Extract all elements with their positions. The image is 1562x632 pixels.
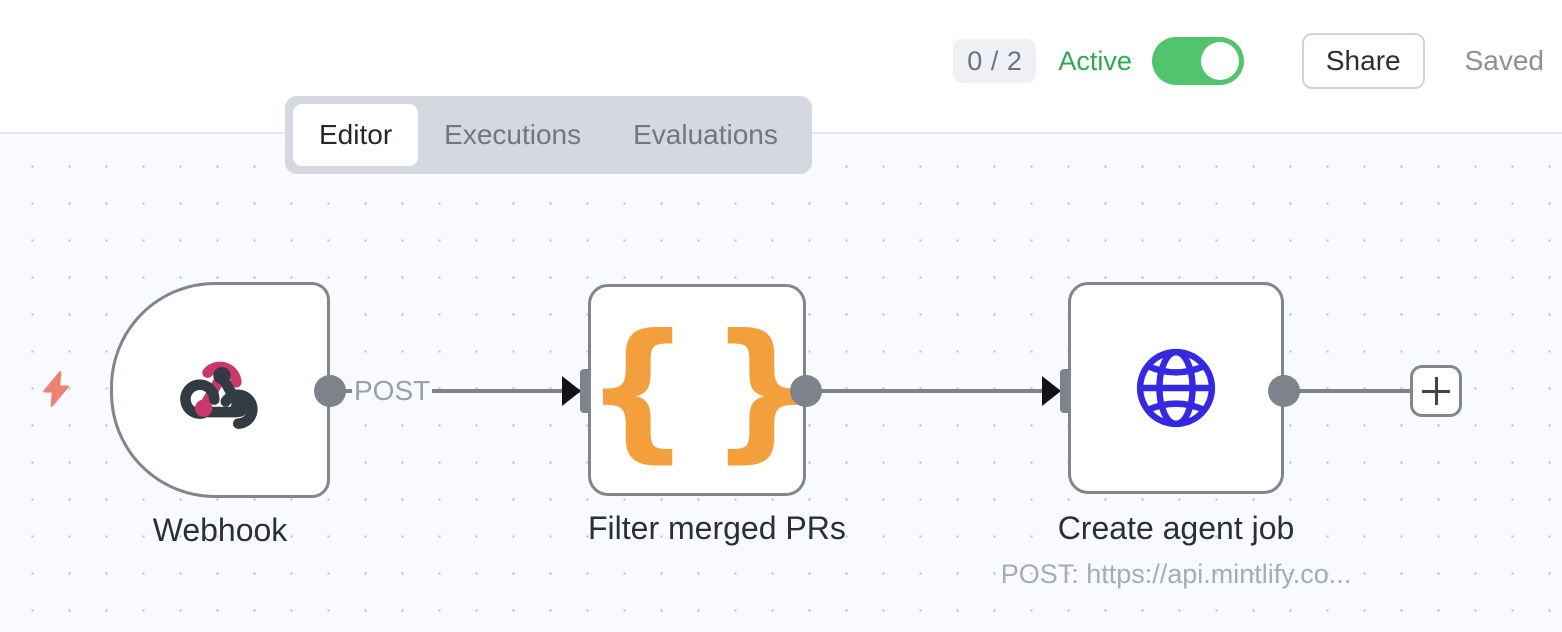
- node-filter-merged-prs[interactable]: { }: [584, 284, 816, 496]
- add-node-button[interactable]: [1410, 365, 1462, 417]
- execution-count-badge: 0 / 2: [953, 39, 1037, 83]
- trigger-bolt-icon: [43, 371, 69, 407]
- edge-filter-to-http[interactable]: [816, 389, 1044, 393]
- workflow-active-toggle[interactable]: [1151, 37, 1244, 85]
- curly-braces-icon: { }: [584, 303, 816, 477]
- node-webhook-label: Webhook: [152, 512, 288, 548]
- tab-evaluations[interactable]: Evaluations: [633, 119, 778, 150]
- edge-webhook-to-filter[interactable]: [340, 389, 580, 393]
- plus-icon-vertical: [1434, 377, 1438, 405]
- share-button[interactable]: Share: [1301, 33, 1425, 89]
- webhook-logo-icon: [180, 361, 258, 429]
- edge-arrow-into-filter: [562, 376, 581, 406]
- node-filter-label: Filter merged PRs: [588, 510, 846, 546]
- node-http-sublabel: POST: https://api.mintlify.co...: [1000, 559, 1352, 589]
- globe-icon: [1136, 348, 1216, 428]
- workflow-active-label: Active: [1058, 45, 1132, 76]
- node-http-label: Create agent job: [1057, 510, 1295, 546]
- node-webhook[interactable]: [110, 282, 330, 498]
- tab-executions[interactable]: Executions: [444, 119, 582, 150]
- node-create-agent-job[interactable]: [1068, 282, 1284, 494]
- edge-label-post: POST: [352, 375, 433, 407]
- workflow-canvas[interactable]: Webhook POST { } Filter merged PRs: [0, 134, 1562, 632]
- toggle-knob: [1200, 42, 1239, 80]
- view-tabs: Editor Executions Evaluations: [285, 96, 812, 174]
- header-actions: 0 / 2 Active Share Saved: [953, 30, 1544, 92]
- tab-editor[interactable]: Editor: [293, 104, 419, 166]
- edge-arrow-into-http: [1042, 376, 1061, 406]
- saved-status-label: Saved: [1464, 45, 1544, 76]
- edge-http-to-add: [1294, 389, 1412, 393]
